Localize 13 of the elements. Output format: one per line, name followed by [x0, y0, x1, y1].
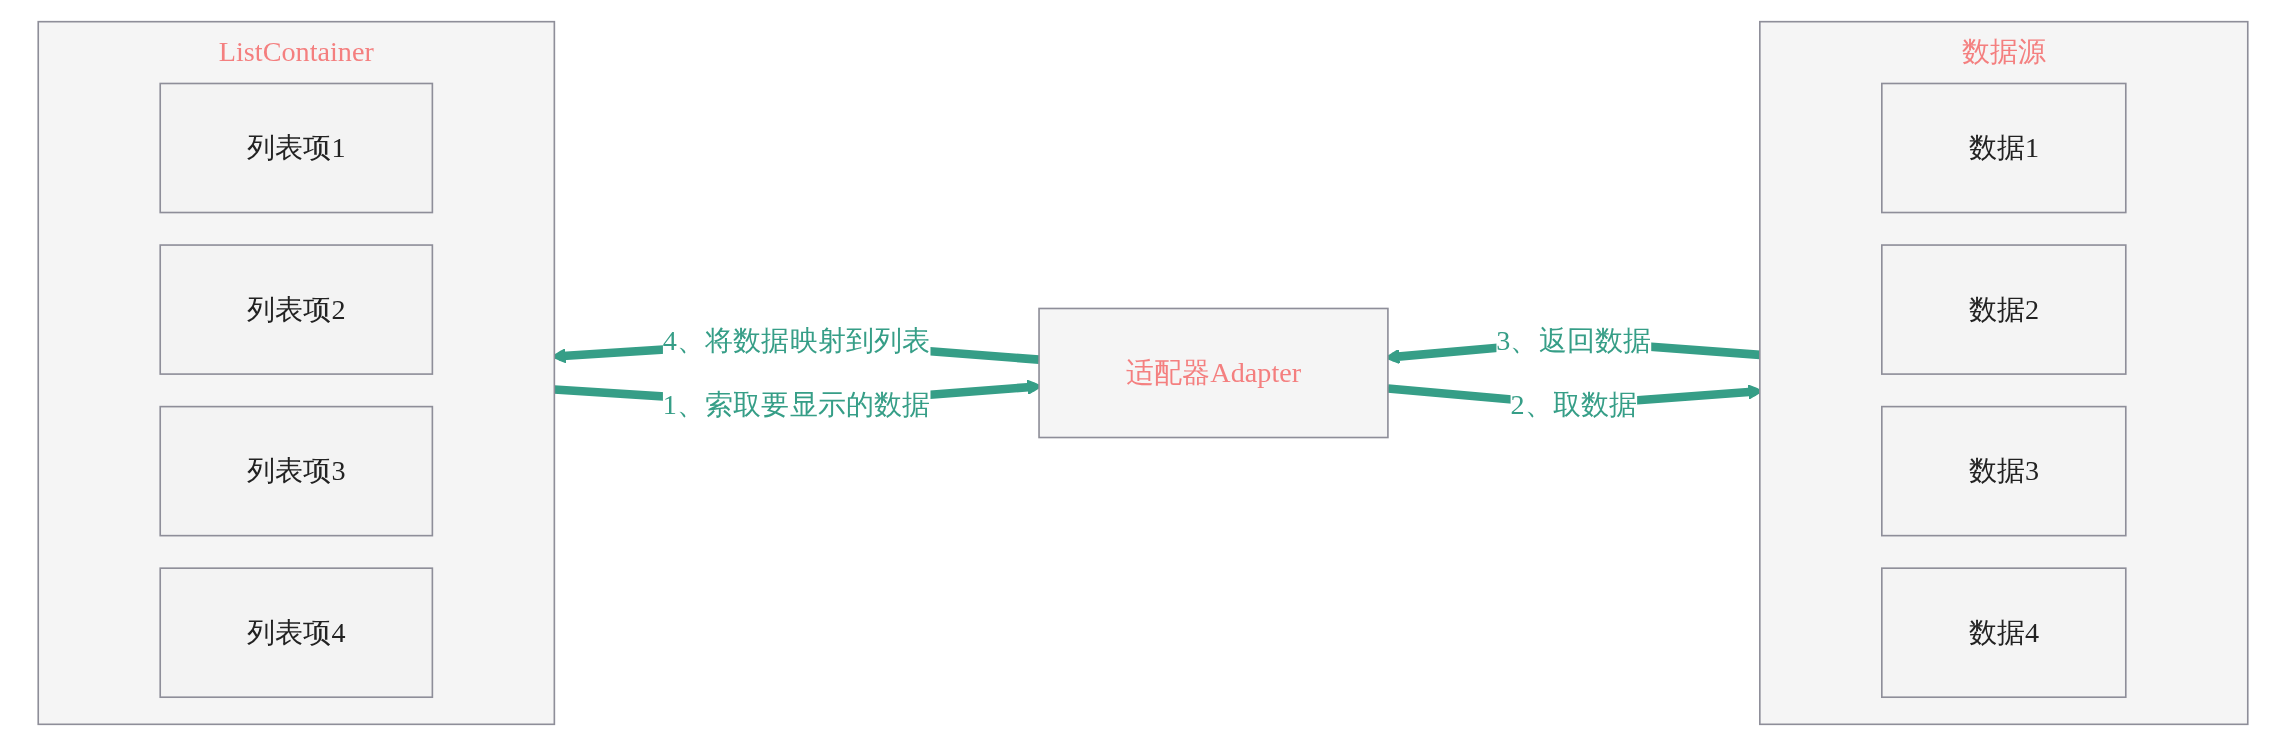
node-box: 列表项3	[159, 405, 434, 537]
edge-label: 3、返回数据	[1496, 325, 1652, 357]
node-box: 数据2	[1881, 244, 2127, 375]
node-box: 列表项2	[159, 244, 434, 375]
node-box: 数据4	[1881, 567, 2127, 699]
node-box: 数据3	[1881, 405, 2127, 537]
edge-label: 4、将数据映射到列表	[662, 325, 931, 357]
node-box: 适配器Adapter	[1038, 307, 1389, 439]
node-box: 列表项1	[159, 82, 434, 214]
node-box: 数据1	[1881, 82, 2127, 214]
node-box: 列表项4	[159, 567, 434, 699]
edge-label: 2、取数据	[1510, 389, 1638, 421]
edge-label: 1、索取要显示的数据	[662, 389, 931, 421]
